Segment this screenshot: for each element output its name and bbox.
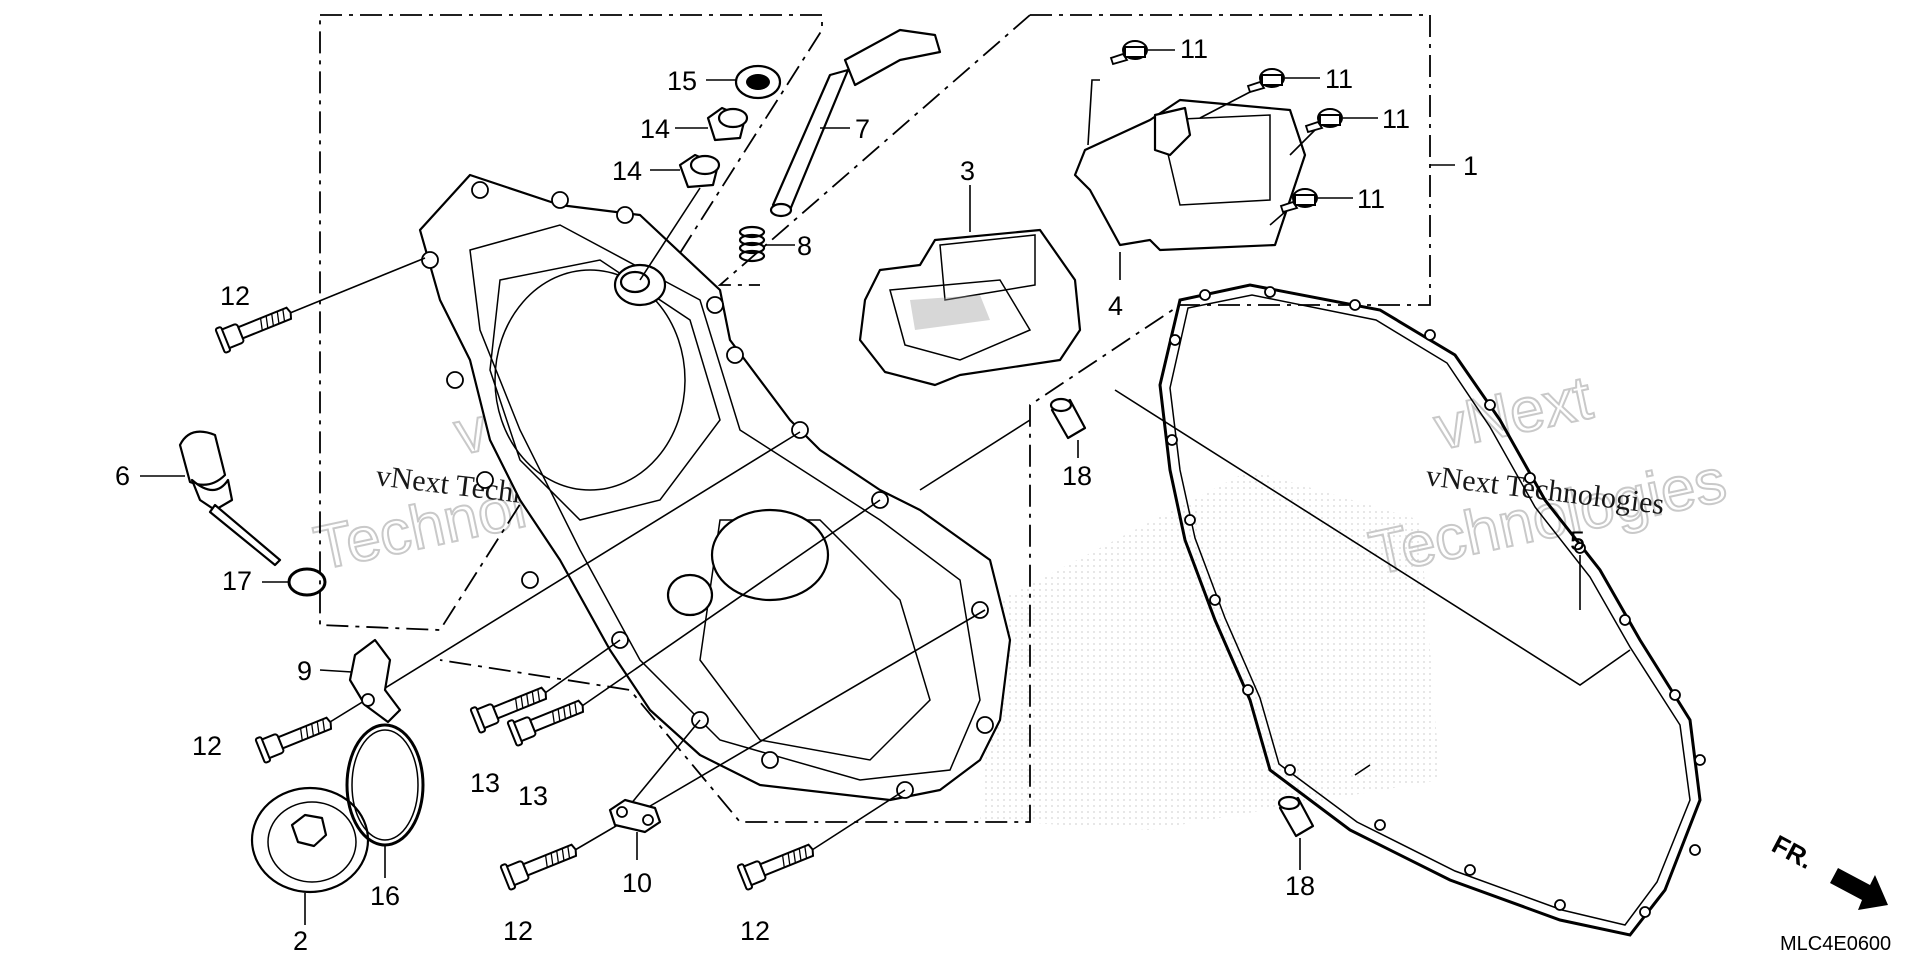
part-16-o-ring [345, 723, 425, 847]
callout-12-a: 12 [220, 281, 250, 311]
part-15-seal [734, 64, 782, 100]
callout-15: 15 [667, 66, 697, 96]
callout-2: 2 [293, 926, 308, 956]
diagram-code: MLC4E0600 [1780, 933, 1891, 955]
callout-13-b: 13 [518, 781, 548, 811]
bolt-12-b [254, 709, 337, 765]
callout-8: 8 [797, 231, 812, 261]
front-direction-indicator: FR. [1767, 829, 1888, 910]
part-10-plate [608, 798, 662, 834]
part-7-shaft [769, 28, 942, 218]
callout-7: 7 [855, 114, 870, 144]
callout-17: 17 [222, 566, 252, 596]
part-6-dipstick [178, 430, 282, 567]
callout-18-a: 18 [1062, 461, 1092, 491]
screw-leader-lines [1087, 49, 1378, 226]
part-18-dowel-a [1049, 397, 1087, 440]
front-arrow-icon [1830, 868, 1888, 910]
callout-11-a: 11 [1180, 34, 1208, 64]
side-cover [418, 173, 1012, 802]
watermark-word-vnext-right: vNext [1429, 363, 1598, 463]
callout-14-b: 14 [612, 156, 642, 186]
watermark-word-technologies-right: Technologies [1364, 446, 1732, 589]
callout-16: 16 [370, 881, 400, 911]
part-3-module [858, 228, 1082, 387]
callout-10: 10 [622, 868, 652, 898]
callout-12-b: 12 [192, 731, 222, 761]
part-8-spring [738, 225, 766, 263]
part-17-o-ring [287, 567, 327, 597]
callout-4: 4 [1108, 291, 1123, 321]
callout-5: 5 [1570, 526, 1585, 556]
callout-3: 3 [960, 156, 975, 186]
part-9-bracket [348, 638, 402, 724]
bolt-12-c [499, 836, 582, 892]
bolt-12-d [736, 836, 819, 892]
callout-14-a: 14 [640, 114, 670, 144]
callout-11-b: 11 [1325, 64, 1353, 94]
callout-18-b: 18 [1285, 871, 1315, 901]
front-label: FR. [1767, 829, 1818, 875]
callout-13-a: 13 [470, 768, 500, 798]
part-2-cap [250, 786, 370, 894]
part-14-bearing-b [678, 153, 721, 189]
part-18-dowel-b [1277, 795, 1315, 838]
callout-1: 1 [1463, 151, 1478, 181]
part-4-bracket-plate [1073, 98, 1307, 252]
callout-12-c: 12 [503, 916, 533, 946]
callout-11-c: 11 [1382, 104, 1410, 134]
callout-labels: 1 2 3 4 5 6 7 8 9 10 11 11 11 11 12 12 1… [115, 34, 1585, 956]
callout-9: 9 [297, 656, 312, 686]
screw-11-c [1305, 108, 1343, 133]
part-5-gasket [1158, 283, 1706, 937]
callout-6: 6 [115, 461, 130, 491]
background-watermark [980, 470, 1440, 830]
screw-11-a [1110, 40, 1148, 65]
callout-11-d: 11 [1357, 184, 1385, 214]
part-14-bearing-a [706, 106, 749, 142]
callout-12-d: 12 [740, 916, 770, 946]
screw-11-b [1247, 68, 1285, 93]
